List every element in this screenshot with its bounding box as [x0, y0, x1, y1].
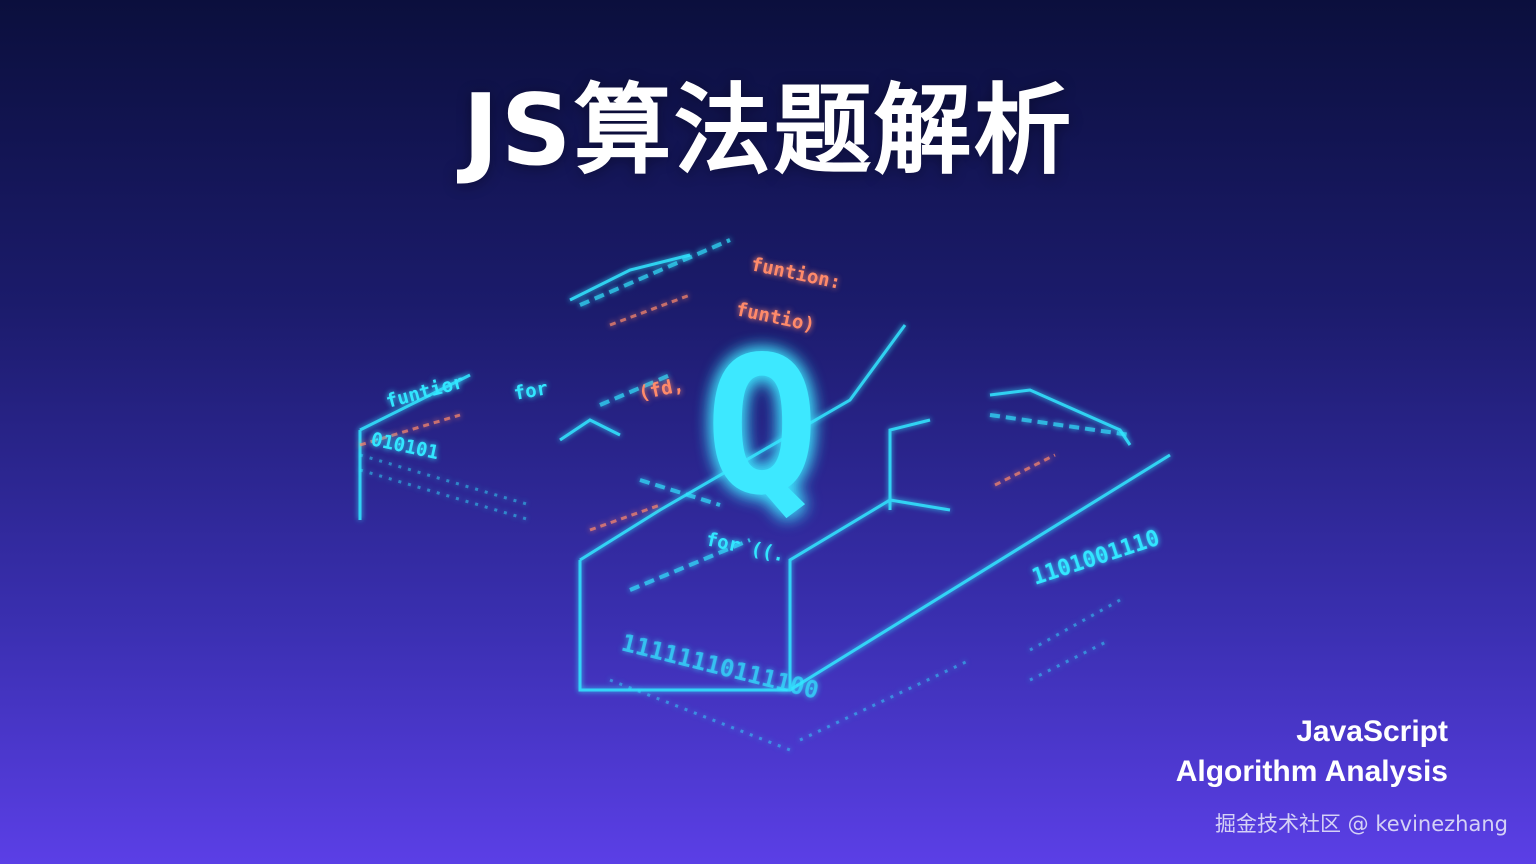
watermark: 掘金技术社区 @ kevinezhang — [1214, 812, 1508, 836]
platform-outline — [358, 253, 1171, 692]
headline: JS算法题解析 — [462, 74, 1074, 188]
code-dashes-cyan — [579, 238, 1131, 592]
center-q-glyph: Q — [705, 316, 819, 537]
snippet-3: funtior — [384, 371, 467, 413]
snippet-4: for — [512, 377, 550, 405]
snippet-8: 1101001110 — [1029, 526, 1163, 591]
code-dashes-coral — [359, 293, 1056, 532]
snippet-7: 010101 — [369, 428, 441, 464]
binary-reflection — [359, 453, 1121, 752]
subtitle: JavaScript Algorithm Analysis — [1176, 712, 1448, 792]
isometric-code-illustration: funtion: funtio) funtior for (fd, for ((… — [358, 238, 1171, 752]
subtitle-line-2: Algorithm Analysis — [1175, 755, 1448, 788]
snippet-5: (fd, — [636, 374, 685, 405]
snippet-1: funtion: — [749, 253, 843, 294]
subtitle-line-1: JavaScript — [1296, 715, 1448, 748]
